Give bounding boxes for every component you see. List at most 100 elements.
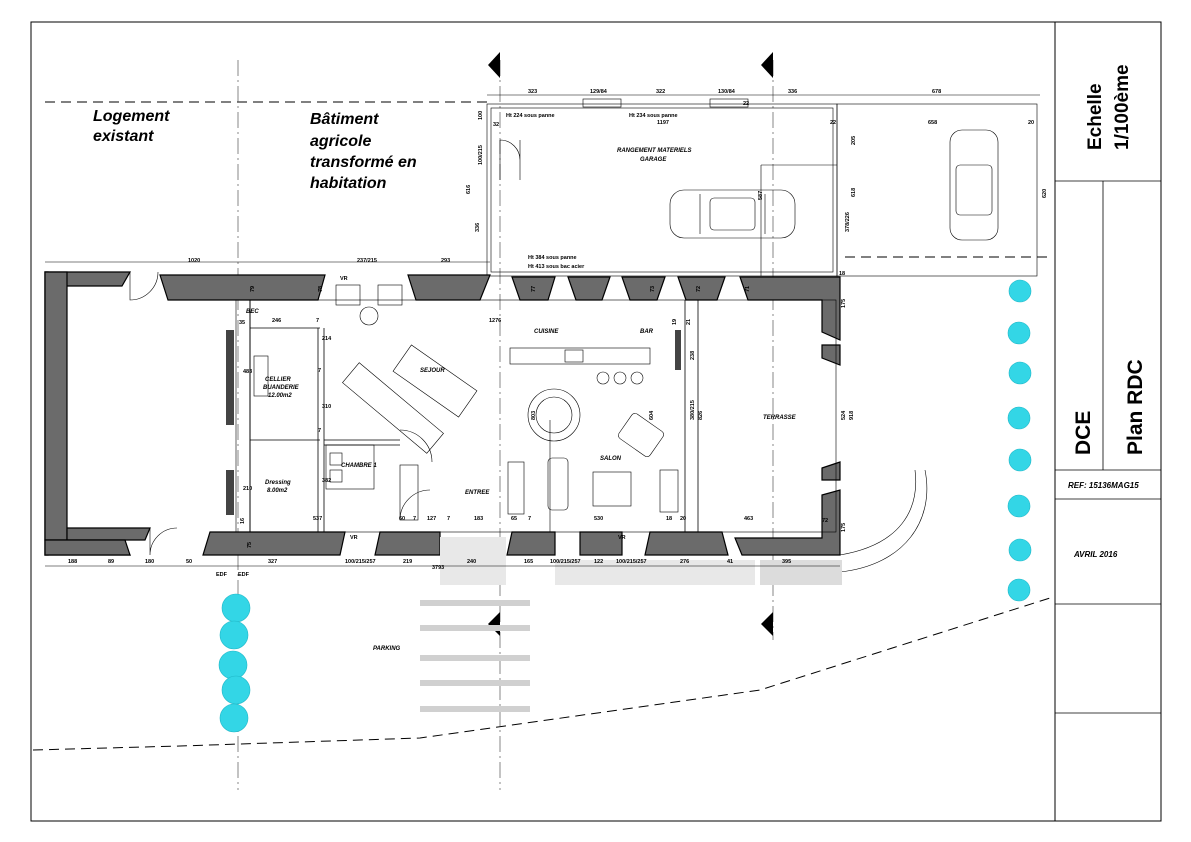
title-block: Echelle 1/100ème DCE Plan RDC REF: 15136…	[1054, 22, 1161, 821]
svg-text:7: 7	[528, 516, 531, 522]
svg-text:existant: existant	[93, 128, 154, 145]
parking-label: PARKING	[373, 646, 401, 652]
gravel-area	[440, 537, 506, 585]
svg-text:122: 122	[594, 559, 603, 565]
svg-text:165: 165	[524, 559, 533, 565]
svg-text:100/215/257: 100/215/257	[345, 559, 376, 565]
cellier-label-2: BUANDERIE	[263, 385, 300, 391]
svg-text:604: 604	[649, 410, 655, 420]
top-dimensions: 323 129/84 322 130/84 336 678 1197 658 2…	[493, 89, 1034, 128]
svg-text:89: 89	[108, 559, 114, 565]
wall-dimensions: 79 78 77 75 73 72 71 16 19 21 35 803	[239, 286, 751, 548]
svg-text:18: 18	[666, 516, 672, 522]
terrace-edge	[839, 469, 917, 556]
bec-label: BEC	[246, 309, 259, 315]
svg-text:100/215/257: 100/215/257	[550, 559, 581, 565]
terrasse-label: TERRASSE	[763, 415, 797, 421]
entree-label: ENTREE	[465, 490, 490, 496]
svg-text:77: 77	[531, 286, 537, 292]
svg-text:219: 219	[403, 559, 412, 565]
svg-text:Ht 224 sous panne: Ht 224 sous panne	[506, 113, 555, 119]
scale-line-1: Echelle	[1085, 83, 1106, 150]
hatched-wall	[226, 470, 234, 515]
dressing-label-2: 8.00m2	[267, 488, 288, 494]
svg-text:130/84: 130/84	[718, 89, 736, 95]
svg-text:537: 537	[313, 516, 322, 522]
svg-text:678: 678	[932, 89, 941, 95]
garage-outline	[486, 98, 1038, 277]
svg-text:803: 803	[531, 411, 537, 420]
terrace-edge	[839, 469, 928, 573]
svg-text:7: 7	[318, 368, 321, 374]
svg-text:1020: 1020	[188, 258, 200, 264]
svg-text:205: 205	[851, 136, 857, 145]
section-marker-icon	[761, 52, 773, 78]
svg-text:Ht 384 sous panne: Ht 384 sous panne	[528, 255, 577, 261]
svg-text:214: 214	[322, 336, 332, 342]
svg-text:35: 35	[239, 320, 245, 326]
svg-text:238: 238	[690, 351, 696, 360]
svg-text:41: 41	[727, 559, 733, 565]
svg-text:826: 826	[698, 411, 704, 420]
svg-text:7: 7	[447, 516, 450, 522]
svg-text:378/226: 378/226	[845, 212, 851, 232]
svg-text:50: 50	[186, 559, 192, 565]
section-marker-icon	[761, 612, 773, 636]
left-vertical-dimensions: 100 100/215 616 336	[466, 111, 484, 232]
svg-text:79: 79	[250, 286, 256, 292]
svg-text:75: 75	[247, 542, 253, 548]
section-marker-icon	[488, 52, 500, 78]
svg-text:240: 240	[467, 559, 476, 565]
svg-text:65: 65	[511, 516, 517, 522]
svg-text:18: 18	[839, 271, 845, 277]
svg-text:336: 336	[475, 223, 481, 232]
bottom-dimensions: 188 89 180 50 327 100/215/257 219 240 16…	[68, 559, 791, 571]
salon-label: SALON	[600, 456, 622, 462]
svg-text:100: 100	[478, 111, 484, 120]
svg-text:327: 327	[268, 559, 277, 565]
cellier-label-3: 12.00m2	[268, 393, 292, 399]
chambre-label: CHAMBRE 1	[341, 463, 377, 469]
interior-partitions	[235, 284, 837, 533]
boundary-line-bottom	[32, 597, 1051, 751]
svg-text:EDF: EDF	[216, 572, 228, 578]
svg-text:VR: VR	[618, 535, 626, 541]
svg-text:463: 463	[744, 516, 753, 522]
svg-text:Logement: Logement	[93, 108, 170, 125]
car-icon	[669, 189, 796, 239]
cuisine-label: CUISINE	[534, 329, 559, 335]
svg-text:71: 71	[745, 286, 751, 292]
section-marker-icon	[488, 612, 500, 636]
svg-text:22: 22	[743, 101, 749, 107]
svg-text:100/215: 100/215	[478, 145, 484, 165]
car-icon	[949, 129, 999, 241]
svg-text:7: 7	[413, 516, 416, 522]
height-notes: Ht 224 sous panne Ht 234 sous panne Ht 3…	[216, 113, 678, 578]
svg-text:336: 336	[788, 89, 797, 95]
svg-text:100/215/257: 100/215/257	[616, 559, 647, 565]
dressing-label-1: Dressing	[265, 480, 291, 486]
svg-text:180: 180	[145, 559, 154, 565]
drawing-frame	[30, 21, 1162, 822]
svg-text:127: 127	[427, 516, 436, 522]
gravel-area	[555, 560, 755, 585]
phase-label: DCE	[1072, 411, 1095, 455]
svg-text:293: 293	[441, 258, 450, 264]
svg-text:382: 382	[322, 478, 331, 484]
exterior-walls	[44, 271, 841, 556]
sejour-label: SEJOUR	[420, 368, 445, 374]
door-arc	[149, 527, 178, 556]
svg-text:618: 618	[851, 188, 857, 197]
svg-text:VR: VR	[340, 276, 348, 282]
scale-line-2: 1/100ème	[1112, 64, 1133, 150]
svg-text:323: 323	[528, 89, 537, 95]
svg-text:620: 620	[1042, 189, 1048, 198]
svg-text:20: 20	[680, 516, 686, 522]
garage-label-1: RANGEMENT MATERIELS	[617, 148, 692, 154]
svg-text:60: 60	[399, 516, 405, 522]
svg-text:310: 310	[322, 404, 331, 410]
svg-text:21: 21	[686, 319, 692, 325]
svg-text:175: 175	[841, 523, 847, 532]
svg-text:19: 19	[672, 319, 678, 325]
svg-text:1276: 1276	[489, 318, 501, 324]
